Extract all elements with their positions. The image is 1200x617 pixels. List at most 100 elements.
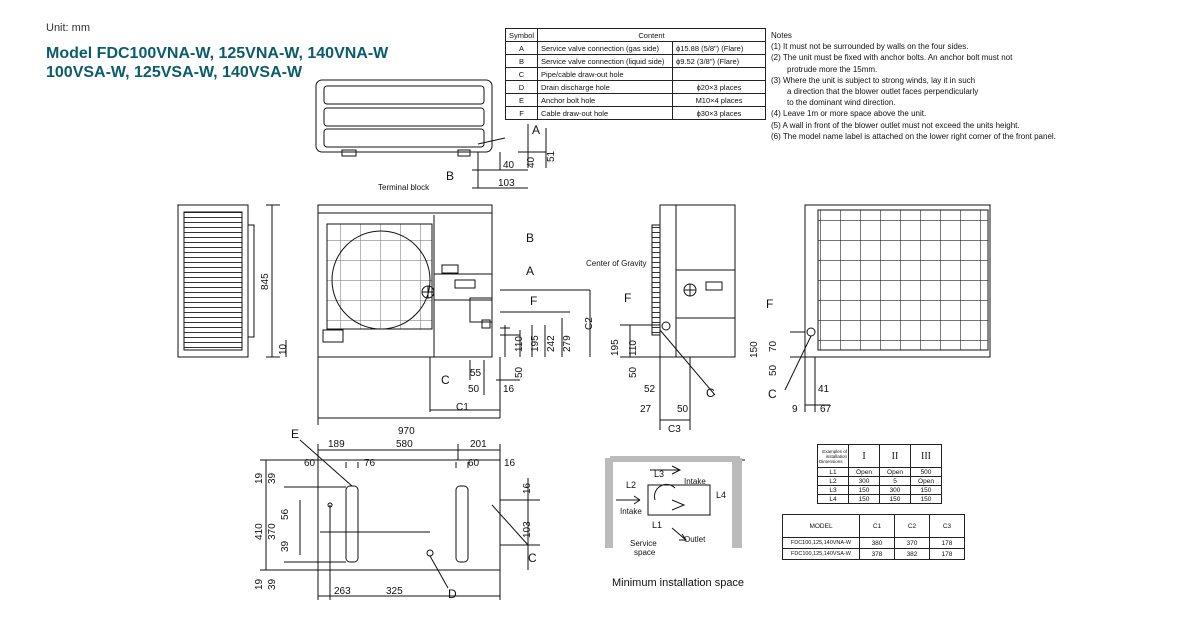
dim-16-c: 16	[522, 482, 533, 494]
dim-110: 110	[514, 336, 525, 352]
table-row: E Anchor bolt hole M10×4 places	[504, 93, 767, 107]
service-space-1: Service	[630, 539, 657, 548]
c1-cell: 378	[859, 548, 895, 560]
bottom-view	[260, 439, 540, 600]
dim-67: 67	[820, 404, 832, 415]
c3-header: C3	[929, 514, 965, 538]
space-cell: 300	[848, 476, 880, 486]
dim-39-b: 39	[280, 540, 291, 552]
unit-label: Unit: mm	[46, 22, 90, 34]
symbol-cell: F	[504, 106, 539, 120]
min-space-l3: L3	[654, 469, 664, 479]
note-line: (1) It must not be surrounded by walls o…	[771, 42, 969, 52]
c2-header: C2	[894, 514, 930, 538]
table-row: C Pipe/cable draw-out hole	[504, 67, 767, 81]
dim-263: 263	[334, 586, 351, 597]
dim-40-a: 40	[503, 160, 515, 171]
dim-39-a: 39	[267, 472, 278, 484]
model-line-1: Model FDC100VNA-W, 125VNA-W, 140VNA-W	[46, 45, 389, 62]
left-side-view	[177, 204, 287, 358]
dim-55: 55	[470, 368, 482, 379]
space-cell: Open	[879, 467, 911, 477]
dim-76: 76	[364, 458, 376, 469]
center-of-gravity-label: Center of Gravity	[586, 259, 646, 268]
label-f-rear: F	[766, 297, 773, 311]
space-cell: Open	[848, 467, 880, 477]
label-c-rear: C	[768, 387, 777, 401]
c1-cell: 380	[859, 537, 895, 549]
table-row: L2 300 5 Open	[817, 476, 942, 486]
dim-19-a: 19	[254, 472, 265, 484]
note-line: (2) The unit must be fixed with anchor b…	[771, 53, 1013, 63]
note-line: (3) Where the unit is subject to strong …	[771, 75, 976, 85]
dim-41: 41	[818, 384, 830, 395]
space-cell: 150	[910, 485, 942, 495]
table-row: L4 150 150 150	[817, 494, 942, 504]
label-c-front: C	[441, 373, 450, 387]
installation-space-table: Examples of installation Dimensions I II…	[817, 444, 942, 504]
space-row-label: L3	[817, 485, 849, 495]
note-line: (5) A wall in front of the blower outlet…	[771, 120, 1020, 130]
dim-370: 370	[267, 523, 278, 540]
dim-50-side-b: 50	[677, 404, 689, 415]
dim-410: 410	[254, 523, 265, 540]
model-line-2: 100VSA-W, 125VSA-W, 140VSA-W	[46, 64, 303, 81]
label-c3: C3	[668, 424, 681, 435]
value-cell: ϕ30×3 places	[672, 106, 767, 120]
service-space-2: space	[634, 548, 656, 557]
notes-block: Notes (1) It must not be surrounded by w…	[771, 30, 1056, 142]
table-row: B Service valve connection (liquid side)…	[504, 54, 767, 68]
model-cell: FDC100,125,140VSA-W	[782, 548, 860, 560]
note-line: a direction that the blower outlet faces…	[787, 87, 979, 97]
label-b-top: B	[446, 169, 454, 183]
label-b-front: B	[526, 231, 534, 245]
space-col-3: III	[910, 444, 942, 468]
space-cell: 300	[879, 485, 911, 495]
space-row-label: L1	[817, 467, 849, 477]
label-e: E	[291, 427, 299, 441]
symbol-header: Symbol	[504, 28, 539, 42]
dim-845: 845	[260, 273, 271, 290]
min-space-l2: L2	[626, 480, 636, 490]
c3-cell: 178	[929, 537, 965, 549]
min-space-outlet: Outlet	[684, 535, 706, 544]
dim-51: 51	[546, 150, 557, 162]
table-row: L1 Open Open 500	[817, 467, 942, 477]
dim-52: 52	[644, 384, 656, 395]
note-line: (4) Leave 1m or more space above the uni…	[771, 109, 927, 119]
space-col-1: I	[848, 444, 880, 468]
model-header: MODEL	[782, 514, 860, 538]
dim-150: 150	[749, 341, 760, 358]
dim-195: 195	[530, 335, 541, 352]
dim-189: 189	[328, 439, 345, 450]
label-f-side: F	[624, 291, 631, 305]
dim-279: 279	[562, 335, 573, 352]
model-cell: FDC100,125,140VNA-W	[782, 537, 860, 549]
dim-325: 325	[386, 586, 403, 597]
space-row-label: L4	[817, 494, 849, 504]
c3-cell: 178	[929, 548, 965, 560]
terminal-block-label: Terminal block	[378, 183, 430, 192]
label-a-top: A	[532, 123, 540, 137]
min-space-l4: L4	[716, 490, 726, 500]
min-space-intake-top: Intake	[684, 477, 706, 486]
dim-16-b: 16	[504, 458, 516, 469]
model-table: MODEL C1 C2 C3 FDC100,125,140VNA-W 380 3…	[782, 514, 965, 560]
dim-9: 9	[792, 404, 798, 415]
dim-580: 580	[396, 439, 413, 450]
table-row: FDC100,125,140VNA-W 380 370 178	[782, 537, 965, 549]
min-space-intake-left: Intake	[620, 507, 642, 516]
space-cell: 5	[879, 476, 911, 486]
dim-50-a: 50	[468, 384, 480, 395]
dim-39-c: 39	[267, 578, 278, 590]
note-line: to the dominant wind direction.	[787, 98, 896, 108]
space-col-2: II	[879, 444, 911, 468]
dim-242: 242	[546, 335, 557, 352]
dim-70: 70	[768, 340, 779, 352]
space-cell: 500	[910, 467, 942, 477]
space-cell: Open	[910, 476, 942, 486]
min-space-diagram	[605, 456, 745, 548]
dim-56: 56	[280, 508, 291, 520]
notes-title: Notes	[771, 31, 792, 40]
